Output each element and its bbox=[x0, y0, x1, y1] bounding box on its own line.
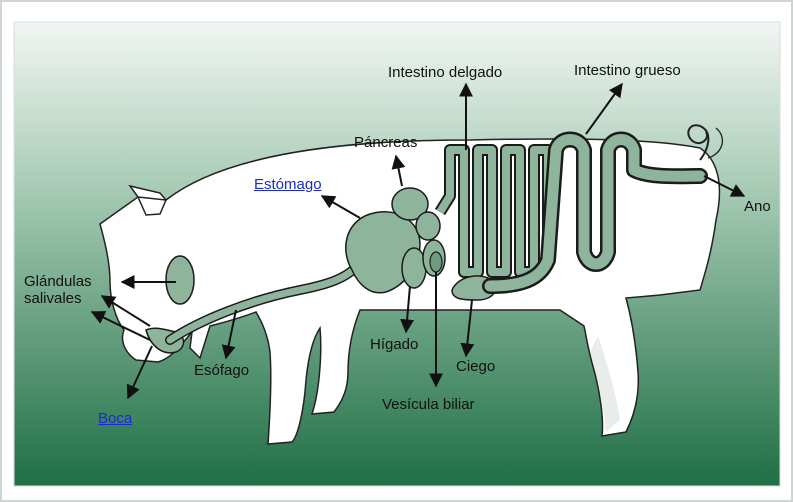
link-boca[interactable]: Boca bbox=[98, 410, 132, 427]
label-ciego: Ciego bbox=[456, 358, 495, 375]
salivary-gland bbox=[166, 256, 194, 304]
label-intestino-grueso: Intestino grueso bbox=[574, 62, 681, 79]
link-estomago[interactable]: Estómago bbox=[254, 176, 322, 193]
label-ano: Ano bbox=[744, 198, 771, 215]
gallbladder bbox=[430, 252, 442, 272]
label-pancreas: Páncreas bbox=[354, 134, 417, 151]
liver-lobe-1 bbox=[402, 248, 426, 288]
label-esofago: Esófago bbox=[194, 362, 249, 379]
label-glandulas-salivales: Glándulas salivales bbox=[24, 273, 92, 307]
label-vesicula-biliar: Vesícula biliar bbox=[382, 396, 475, 413]
label-intestino-delgado: Intestino delgado bbox=[388, 64, 502, 81]
label-higado: Hígado bbox=[370, 336, 418, 353]
liver-lobe-3 bbox=[416, 212, 440, 240]
